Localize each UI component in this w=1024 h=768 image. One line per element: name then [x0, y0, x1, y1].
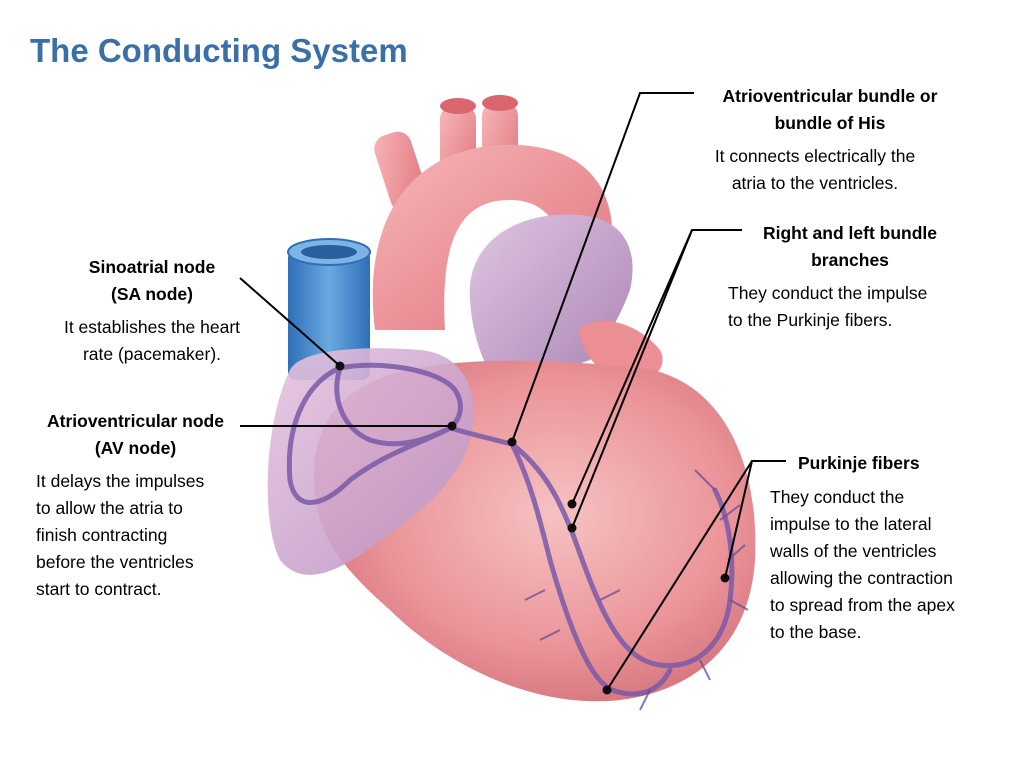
purkinje-desc-1: They conduct the	[770, 487, 905, 507]
superior-vena-cava	[287, 238, 371, 380]
aorta	[372, 95, 613, 330]
sa-node-desc-2: rate (pacemaker).	[82, 344, 222, 364]
av-node-desc-2: to allow the atria to	[36, 498, 183, 518]
bundle-his-title-1: Atrioventricular bundle or	[722, 86, 938, 106]
bundle-branches-desc-2: to the Purkinje fibers.	[728, 310, 893, 330]
av-node-desc-4: before the ventricles	[36, 552, 194, 572]
bundle-his-title-2: bundle of His	[774, 113, 886, 133]
sa-node-desc-1: It establishes the heart	[63, 317, 241, 337]
av-node-desc-3: finish contracting	[36, 525, 168, 545]
purkinje-desc-5: to spread from the apex	[770, 595, 955, 615]
purkinje-label: Purkinje fibers They conduct the impulse…	[770, 450, 1010, 646]
right-atrium	[267, 348, 474, 575]
purkinje-desc-2: impulse to the lateral	[770, 514, 932, 534]
bundle-his-label: Atrioventricular bundle or bundle of His…	[690, 83, 970, 197]
purkinje-desc-4: allowing the contraction	[770, 568, 953, 588]
page-title: The Conducting System	[30, 32, 408, 69]
purkinje-desc-3: walls of the ventricles	[770, 541, 937, 561]
conduction-pathway	[286, 362, 735, 697]
av-node-desc-5: start to contract.	[36, 579, 162, 599]
av-node-desc-1: It delays the impulses	[36, 471, 205, 491]
bundle-his-desc-1: It connects electrically the	[714, 146, 916, 166]
av-node-title-1: Atrioventricular node	[47, 411, 224, 431]
av-node-title-2: (AV node)	[94, 438, 177, 458]
bundle-branches-label: Right and left bundle branches They cond…	[722, 220, 978, 334]
sa-node-title-2: (SA node)	[111, 284, 193, 304]
sa-node-title-1: Sinoatrial node	[88, 257, 216, 277]
leader-lines	[239, 92, 786, 691]
purkinje-desc-6: to the base.	[770, 622, 862, 642]
av-node-label: Atrioventricular node (AV node) It delay…	[28, 408, 243, 603]
sa-node-label: Sinoatrial node (SA node) It establishes…	[40, 254, 264, 368]
bundle-branches-desc-1: They conduct the impulse	[728, 283, 928, 303]
bundle-branches-title-1: Right and left bundle	[762, 223, 937, 243]
bundle-his-desc-2: atria to the ventricles.	[731, 173, 899, 193]
purkinje-branches	[524, 469, 749, 711]
bundle-branches-title-2: branches	[811, 250, 889, 270]
purkinje-title: Purkinje fibers	[798, 453, 920, 473]
